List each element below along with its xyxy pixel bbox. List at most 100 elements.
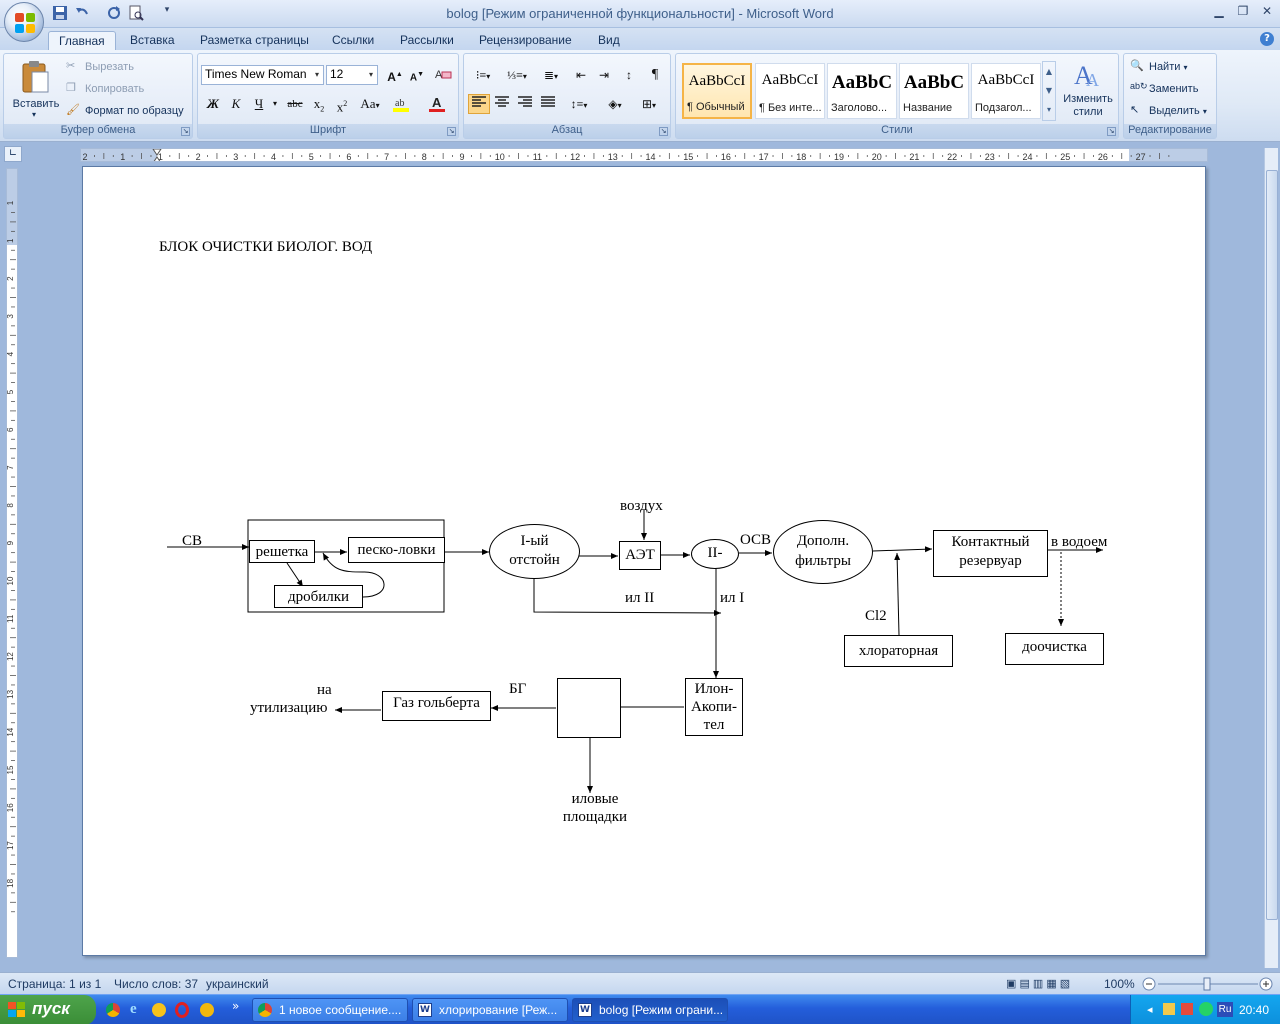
tab-review[interactable]: Рецензирование [479, 33, 572, 47]
underline-button[interactable]: Ч [254, 96, 264, 111]
app-tray-icon[interactable] [1181, 1003, 1193, 1015]
opera-icon[interactable] [175, 1002, 189, 1018]
keyboard-layout-icon[interactable]: Ru [1217, 1002, 1233, 1017]
style-subtitle[interactable]: AaBbCcI Подзагол... [971, 63, 1041, 119]
document-page[interactable]: БЛОК ОЧИСТКИ БИОЛОГ. ВОД [82, 166, 1206, 956]
align-right-button[interactable] [514, 94, 536, 114]
style-normal[interactable]: AaBbCcI ¶ Обычный [682, 63, 752, 119]
bullets-button[interactable]: ⁝≡▾ [475, 68, 491, 82]
indent-marker[interactable] [152, 149, 162, 162]
line-spacing-button[interactable]: ↕≡▾ [570, 97, 588, 111]
status-page[interactable]: Страница: 1 из 1 [8, 977, 102, 991]
node-gaz[interactable]: Газ гольберта [382, 691, 491, 721]
styles-launcher[interactable]: ↘ [1107, 127, 1116, 136]
redo-icon[interactable] [106, 5, 124, 23]
tab-references[interactable]: Ссылки [332, 33, 375, 47]
clipboard-launcher[interactable]: ↘ [181, 127, 190, 136]
taskbar-item-browser[interactable]: 1 новое сообщение.... [252, 998, 408, 1022]
tab-view[interactable]: Вид [598, 33, 620, 47]
node-otstoy-1[interactable]: I-ый отстойн [489, 524, 580, 579]
shading-button[interactable]: ◈▾ [608, 97, 622, 111]
change-styles-button[interactable]: A A Изменить стили [1060, 58, 1116, 124]
taskbar-item-word-2[interactable]: bolog [Режим ограни... [572, 998, 728, 1022]
grow-font-button[interactable]: A▲ [387, 70, 403, 84]
replace-button[interactable]: ab↻Заменить [1130, 81, 1198, 101]
multilevel-list-button[interactable]: ≣▾ [543, 68, 559, 82]
undo-icon[interactable] [74, 5, 92, 23]
node-rezervuar[interactable]: Контактный резервуар [933, 530, 1048, 577]
style-heading-1[interactable]: AaBbC Заголово... [827, 63, 897, 119]
clear-formatting-button[interactable]: A [432, 65, 454, 85]
tab-home[interactable]: Главная [48, 31, 116, 51]
bold-button[interactable]: Ж [207, 96, 219, 111]
paragraph-launcher[interactable]: ↘ [659, 127, 668, 136]
find-button[interactable]: 🔍Найти ▾ [1130, 59, 1187, 79]
numbering-button[interactable]: ⅓≡▾ [507, 68, 527, 82]
customize-qat-icon[interactable]: ▾ [164, 5, 170, 15]
subscript-button[interactable]: x2 [313, 96, 325, 114]
node-aet[interactable]: АЭТ [619, 541, 661, 570]
zoom-slider[interactable] [1142, 976, 1274, 992]
increase-indent-button[interactable]: ⇥ [598, 68, 610, 82]
close-button[interactable]: ✕ [1261, 4, 1273, 18]
tray-arrow-icon[interactable]: ◂ [1147, 1004, 1153, 1016]
styles-scroll[interactable]: ▲▼▾ [1042, 61, 1056, 121]
maximize-button[interactable]: ❐ [1237, 4, 1249, 18]
align-left-button[interactable] [468, 94, 490, 114]
style-no-spacing[interactable]: AaBbCcI ¶ Без инте... [755, 63, 825, 119]
whatsapp-icon[interactable] [1199, 1002, 1213, 1016]
cut-button[interactable]: ✂Вырезать [66, 59, 134, 79]
justify-button[interactable] [537, 94, 559, 114]
show-marks-button[interactable]: ¶ [651, 67, 659, 82]
font-name-combo[interactable]: Times New Roman▾ [201, 65, 324, 85]
node-pesko[interactable]: песко-ловки [348, 537, 445, 563]
node-otstoy-2[interactable]: II- [691, 539, 739, 569]
change-case-button[interactable]: Aa▾ [360, 96, 380, 111]
node-filtry[interactable]: Дополн. фильтры [773, 520, 873, 584]
media-player-icon[interactable] [152, 1003, 166, 1017]
folder-icon[interactable] [1163, 1003, 1175, 1015]
node-drobilki[interactable]: дробилки [274, 585, 363, 608]
status-words[interactable]: Число слов: 37 [114, 977, 199, 991]
print-preview-icon[interactable] [128, 5, 146, 23]
node-doochistka[interactable]: доочистка [1005, 633, 1104, 665]
node-hlor[interactable]: хлораторная [844, 635, 953, 667]
node-ilon[interactable]: Илон- Акопи- тел [685, 678, 743, 736]
clock[interactable]: 20:40 [1239, 1003, 1270, 1017]
save-icon[interactable] [52, 5, 70, 23]
align-center-button[interactable] [491, 94, 513, 114]
node-reshetka[interactable]: решетка [249, 540, 315, 563]
paste-button[interactable]: Вставить ▾ [12, 58, 60, 124]
start-button[interactable]: пуск [0, 995, 96, 1024]
italic-button[interactable]: К [231, 96, 241, 111]
ie-icon[interactable]: e [130, 1001, 137, 1017]
tab-mailings[interactable]: Рассылки [400, 33, 454, 47]
status-language[interactable]: украинский [206, 977, 269, 991]
font-color-button[interactable]: A [426, 94, 448, 114]
view-buttons[interactable]: ▣ ▤ ▥ ▦ ▧ [1006, 978, 1071, 990]
zoom-level[interactable]: 100% [1104, 977, 1135, 991]
tab-selector[interactable]: ∟ [4, 146, 22, 162]
minimize-button[interactable]: ▁ [1214, 4, 1224, 18]
format-painter-button[interactable]: 🖌Формат по образцу [66, 103, 184, 123]
font-launcher[interactable]: ↘ [447, 127, 456, 136]
highlight-button[interactable]: ab [390, 94, 412, 114]
app-icon[interactable] [200, 1003, 214, 1017]
office-button[interactable] [4, 2, 44, 42]
node-metantenk[interactable] [557, 678, 621, 738]
sort-button[interactable]: ↕ [626, 68, 632, 82]
taskbar-item-word-1[interactable]: хлорирование [Реж... [412, 998, 568, 1022]
borders-button[interactable]: ⊞▾ [641, 97, 657, 111]
help-icon[interactable]: ? [1260, 32, 1274, 46]
copy-button[interactable]: ❐Копировать [66, 81, 144, 101]
more-icon[interactable]: » [232, 999, 240, 1013]
superscript-button[interactable]: x2 [336, 99, 348, 115]
style-title[interactable]: AaBbC Название [899, 63, 969, 119]
decrease-indent-button[interactable]: ⇤ [575, 68, 587, 82]
scrollbar-thumb[interactable] [1266, 170, 1278, 920]
chrome-icon[interactable] [106, 1003, 120, 1017]
strikethrough-button[interactable]: abc [287, 98, 303, 110]
tab-page-layout[interactable]: Разметка страницы [200, 33, 309, 47]
